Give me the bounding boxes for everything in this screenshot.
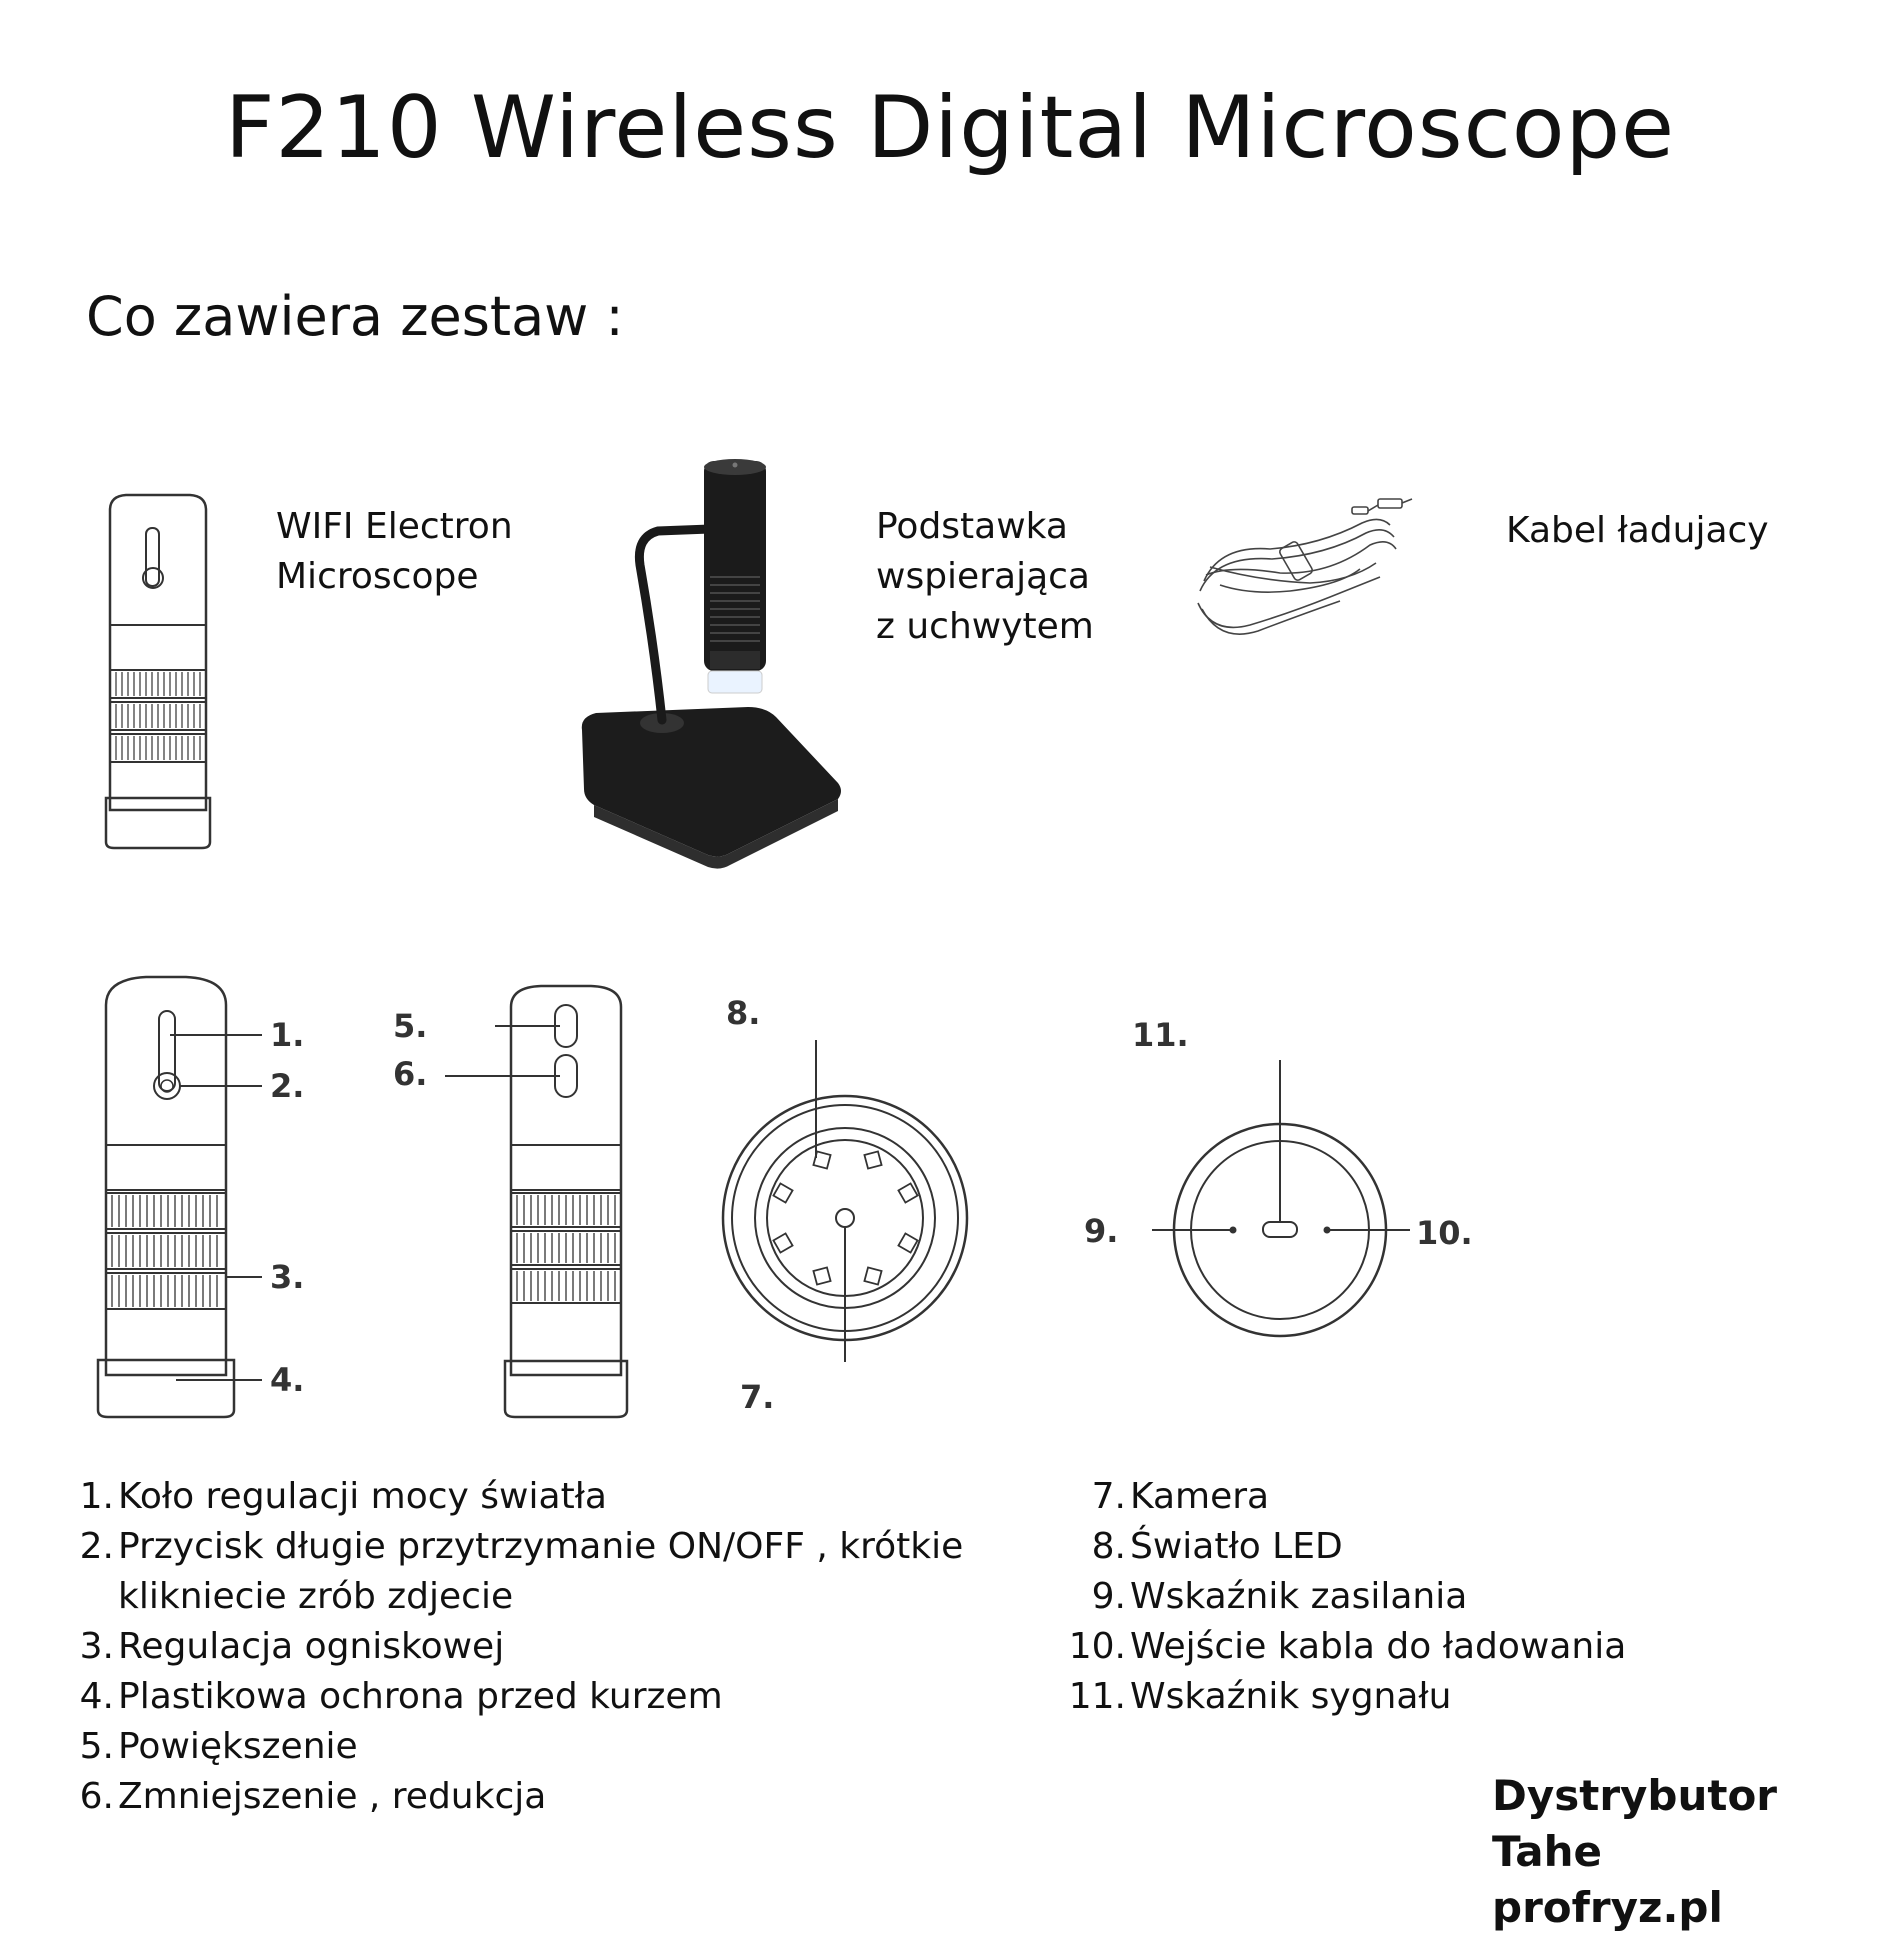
callout-7: 7.: [740, 1378, 774, 1416]
microscope-front-drawing: [104, 493, 212, 850]
legend-item: 8.Światło LED: [1091, 1526, 1343, 1567]
callout-8: 8.: [726, 994, 760, 1032]
callout-1: 1.: [270, 1016, 304, 1054]
microscope-back-diagram: 5. 6.: [393, 984, 629, 1419]
legend-left-list: 1.Koło regulacji mocy światła 2.Przycisk…: [70, 1472, 990, 1822]
kit-heading: Co zawiera zestaw :: [86, 285, 624, 348]
stand-with-microscope-image: [581, 459, 841, 869]
legend-item: 10.Wejście kabla do ładowania: [1068, 1626, 1627, 1667]
legend-right-list: 7.Kamera 8.Światło LED 9.Wskaźnik zasila…: [1064, 1472, 1824, 1722]
legend-item: 6.Zmniejszenie , redukcja: [79, 1776, 547, 1817]
charging-cable-drawing: [1197, 498, 1413, 635]
legend-item: 2.Przycisk długie przytrzymanie ON/OFF ,…: [79, 1526, 964, 1617]
callout-10: 10.: [1416, 1214, 1473, 1252]
legend-item: 11.Wskaźnik sygnału: [1068, 1676, 1452, 1717]
kit-item-stand-label: Podstawka wspierająca z uchwytem: [876, 506, 1094, 647]
kit-item-microscope-label: WIFI Electron Microscope: [276, 506, 513, 597]
legend-item: 3.Regulacja ogniskowej: [79, 1626, 505, 1667]
legend-item: 4.Plastikowa ochrona przed kurzem: [79, 1676, 723, 1717]
callout-2: 2.: [270, 1067, 304, 1105]
legend-item: 5.Powiększenie: [79, 1726, 358, 1767]
callout-9: 9.: [1084, 1212, 1118, 1250]
distributor-website: profryz.pl: [1492, 1883, 1723, 1932]
lens-bottom-diagram: 8. 7.: [721, 994, 969, 1416]
kit-item-cable-label: Kabel ładujacy: [1506, 510, 1769, 551]
distributor-note: Dystrybutor Tahe profryz.pl: [1492, 1768, 1900, 1936]
callout-4: 4.: [270, 1361, 304, 1399]
callout-6: 6.: [393, 1055, 427, 1093]
callout-5: 5.: [393, 1007, 427, 1045]
top-view-diagram: 11. 9. 10.: [1084, 1016, 1473, 1338]
microscope-front-diagram: 1. 2. 3. 4.: [96, 975, 304, 1419]
legend-item: 7.Kamera: [1091, 1476, 1270, 1517]
legend-item: 9.Wskaźnik zasilania: [1091, 1576, 1468, 1617]
callout-3: 3.: [270, 1258, 304, 1296]
distributor-name: Dystrybutor Tahe: [1492, 1771, 1778, 1876]
page-title: F210 Wireless Digital Microscope: [224, 78, 1676, 178]
legend-item: 1.Koło regulacji mocy światła: [79, 1476, 607, 1517]
callout-11: 11.: [1132, 1016, 1189, 1054]
